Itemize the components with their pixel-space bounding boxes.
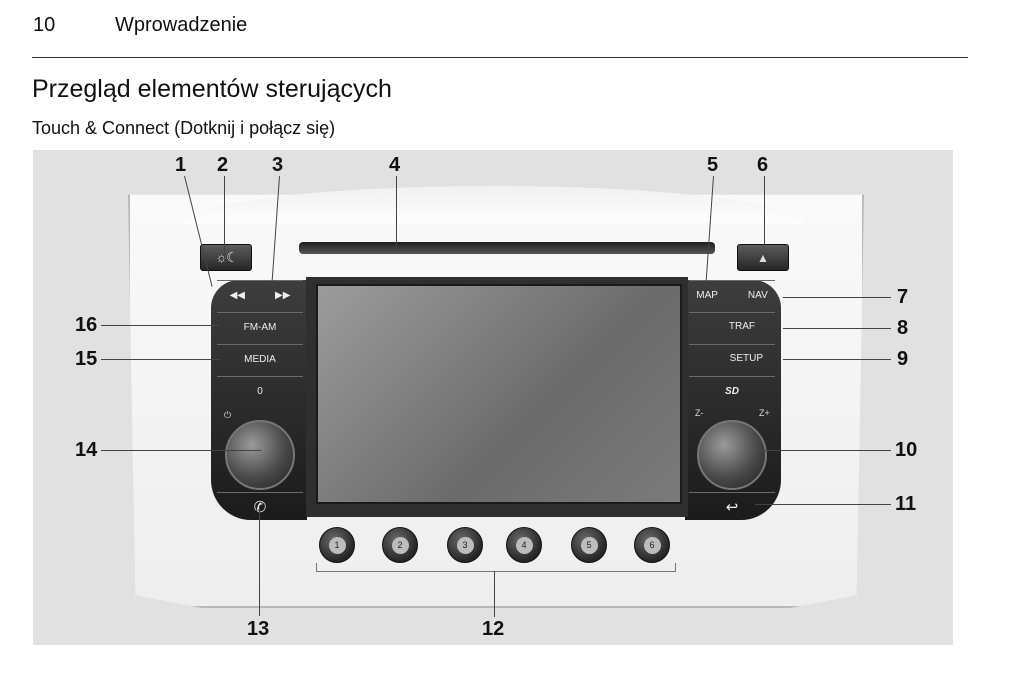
callout-2: 2 [217,154,229,176]
preset-button-1[interactable]: 1 [319,527,355,563]
callout-line-7 [783,297,891,298]
sd-card-icon: SD [725,385,739,397]
callout-13: 13 [247,618,270,640]
page-number: 10 [33,14,56,36]
callout-line-4 [396,176,397,246]
callout-line-2 [224,176,225,262]
preset-bracket [316,563,676,572]
radio-figure: ☼☾ ▲ ◀◀ ▶▶ FM-AM MEDIA 0 ⏻ ✆ MAP NAV TRA… [33,150,953,645]
preset-label: 4 [515,536,533,554]
preset-button-3[interactable]: 3 [447,527,483,563]
right-control-panel: MAP NAV TRAF SETUP SD Z- Z+ ↩ [685,280,781,520]
callout-1: 1 [175,154,187,176]
day-night-icon: ☼☾ [215,249,238,265]
callout-line-9 [783,359,891,360]
traf-label: TRAF [728,321,755,332]
callout-15: 15 [75,348,98,370]
zoom-minus-label: Z- [695,408,704,418]
chapter-title: Wprowadzenie [115,14,248,36]
callout-line-8 [783,328,891,329]
callout-line-15 [101,359,221,360]
nav-label: NAV [747,289,768,301]
menu-knob[interactable] [697,420,767,490]
callout-line-13 [259,508,260,616]
callout-line-14 [101,450,261,451]
callout-10: 10 [895,439,918,461]
power-icon: ⏻ [224,410,232,420]
header-rule [32,57,968,58]
callout-14: 14 [75,439,98,461]
callout-line-6 [764,176,765,246]
sd-button[interactable]: SD [689,376,775,405]
touch-screen[interactable] [316,284,682,504]
map-nav-buttons[interactable]: MAP NAV [689,280,775,309]
subsection-title: Touch & Connect (Dotknij i połącz się) [32,118,336,138]
callout-4: 4 [389,154,401,176]
back-icon: ↩ [725,499,739,516]
seek-buttons[interactable]: ◀◀ ▶▶ [217,280,303,309]
phone-icon: ✆ [254,498,267,516]
callout-11: 11 [895,493,917,515]
callout-line-16 [101,325,221,326]
preset-button-6[interactable]: 6 [634,527,670,563]
fm-am-label: FM-AM [243,321,277,333]
callout-8: 8 [897,317,909,339]
callout-line-11 [755,504,891,505]
preset-label: 5 [580,536,598,554]
callout-7: 7 [897,286,909,308]
zero-button[interactable]: 0 [217,376,303,405]
callout-16: 16 [75,314,98,336]
preset-button-5[interactable]: 5 [571,527,607,563]
preset-label: 2 [391,536,409,554]
traf-button[interactable]: TRAF [689,312,775,340]
phone-button[interactable]: ✆ [217,492,303,521]
media-label: MEDIA [244,353,276,365]
setup-button[interactable]: SETUP [689,344,775,372]
callout-3: 3 [272,154,284,176]
setup-label: SETUP [729,353,763,364]
zero-label: 0 [257,385,263,397]
volume-knob[interactable] [225,420,295,490]
preset-label: 6 [643,536,661,554]
left-control-panel: ◀◀ ▶▶ FM-AM MEDIA 0 ⏻ ✆ [211,280,307,520]
day-night-button[interactable]: ☼☾ [200,244,252,271]
preset-button-2[interactable]: 2 [382,527,418,563]
preset-label: 1 [328,536,346,554]
callout-6: 6 [757,154,769,176]
eject-button[interactable]: ▲ [737,244,789,271]
fm-am-button[interactable]: FM-AM [217,312,303,341]
seek-forward-icon: ▶▶ [275,289,291,301]
callout-9: 9 [897,348,909,370]
map-label: MAP [696,289,718,301]
seek-back-icon: ◀◀ [229,289,245,301]
callout-line-12 [494,571,495,617]
callout-5: 5 [707,154,719,176]
media-button[interactable]: MEDIA [217,344,303,373]
eject-icon: ▲ [757,250,769,265]
zoom-plus-label: Z+ [759,408,770,418]
callout-line-10 [761,450,891,451]
callout-12: 12 [482,618,505,640]
section-title: Przegląd elementów sterujących [32,75,392,103]
preset-label: 3 [456,536,474,554]
back-button[interactable]: ↩ [689,492,775,521]
preset-button-4[interactable]: 4 [506,527,542,563]
cd-slot [299,242,715,254]
